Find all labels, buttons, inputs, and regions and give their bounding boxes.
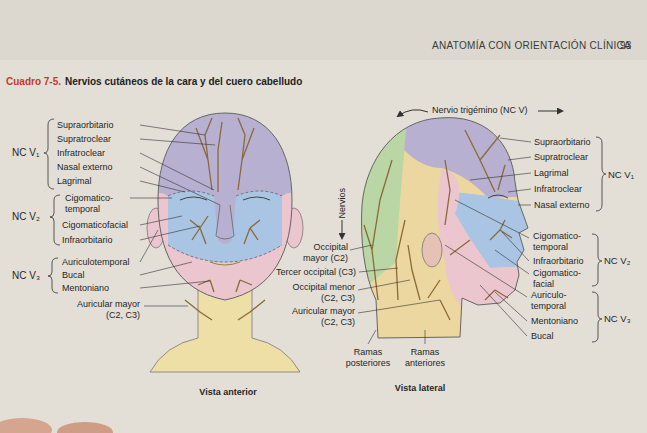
part-label: NC V₃	[12, 270, 40, 282]
part-label: NC V₃	[604, 313, 631, 324]
part-label: NC V₁	[608, 169, 634, 180]
part-label: Mentoniano	[62, 283, 109, 294]
eyes	[180, 197, 270, 200]
neck	[150, 290, 300, 372]
part-label: Nervio trigémino (NC V)	[432, 105, 528, 116]
part-label: Occipital mayor (C2)	[293, 242, 348, 263]
part-label: NC V₂	[12, 211, 40, 223]
brackets	[44, 119, 60, 293]
running-header: ANATOMÍA CON ORIENTACIÓN CLÍNICA	[432, 40, 631, 52]
part-label: Infraorbitario	[533, 256, 584, 267]
part-label: Auricular mayor (C2, C3)	[280, 306, 355, 327]
nose	[216, 205, 234, 239]
arrows	[342, 110, 562, 238]
part-label: Nasal externo	[57, 162, 113, 173]
mouth	[210, 262, 240, 265]
part-label: Supraorbitario	[57, 120, 114, 131]
part-label: Lagrimal	[534, 168, 569, 179]
figure-title: Nervios cutáneos de la cara y del cuero …	[65, 76, 302, 88]
part-label: Ramas anteriores	[399, 347, 451, 368]
part-label: Nervios	[337, 188, 348, 219]
part-label: Occipital menor (C2, C3)	[280, 282, 355, 303]
part-label: Bucal	[531, 331, 554, 342]
ear	[422, 233, 442, 267]
part-label: Tercer occipital (C3)	[276, 267, 356, 278]
part-label: Cigomatico- temporal	[533, 231, 591, 252]
part-label: Nasal externo	[534, 200, 590, 211]
running-header: 93	[620, 40, 632, 52]
brackets	[592, 137, 606, 342]
lateral-regions	[350, 108, 535, 345]
leader-lines	[130, 125, 220, 306]
v2-region	[168, 191, 282, 262]
part-label: Supraorbitario	[534, 137, 591, 148]
part-label: Lagrimal	[57, 176, 92, 187]
part-label: NC V₁	[12, 147, 39, 159]
view-caption: Vista lateral	[395, 383, 445, 394]
leader-lines	[350, 138, 531, 344]
part-label: Cigomaticofacial	[62, 220, 128, 231]
part-label: Infraorbitario	[62, 235, 113, 246]
part-label: NC V₂	[604, 255, 630, 266]
part-label: Auricular mayor (C2, C3)	[65, 299, 140, 320]
part-label: Cigomatico- facial	[533, 268, 591, 289]
finger	[57, 422, 113, 433]
head-outline	[158, 113, 292, 300]
finger	[0, 418, 52, 433]
part-label: Mentoniano	[531, 316, 578, 327]
part-label: Supratroclear	[57, 134, 111, 145]
occipital-region	[350, 110, 408, 300]
part-label: Cigomatico- temporal	[65, 193, 123, 214]
head-outline	[362, 118, 528, 338]
boundary	[168, 191, 282, 262]
eye	[488, 195, 508, 198]
view-caption: Vista anterior	[199, 387, 256, 398]
nerves	[364, 130, 512, 320]
part-label: Ramas posteriores	[342, 347, 394, 368]
v3-region	[438, 168, 535, 320]
part-label: Auriculo- temporal	[531, 290, 589, 311]
part-label: Supratroclear	[534, 152, 588, 163]
part-label: Infratroclear	[57, 148, 105, 159]
part-label: Auriculotemporal	[62, 257, 130, 268]
part-label: Infratroclear	[534, 184, 582, 195]
nerves	[185, 118, 265, 320]
part-label: Bucal	[62, 270, 85, 281]
paper-shade	[0, 0, 647, 60]
part-label: Cuadro 7-5.	[6, 76, 61, 88]
